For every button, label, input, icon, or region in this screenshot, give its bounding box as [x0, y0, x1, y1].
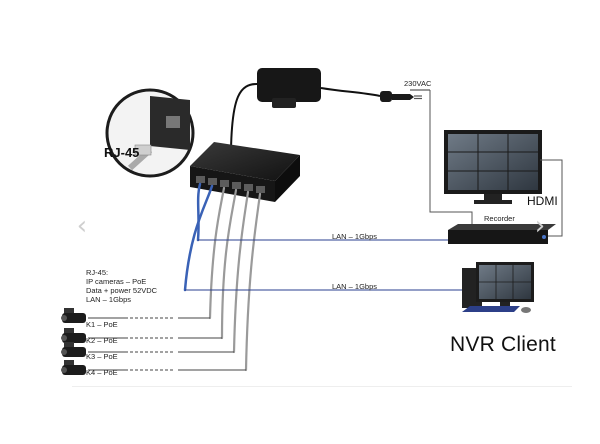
- hdmi-label: HDMI: [527, 194, 558, 208]
- camera-k4-icon: [61, 360, 86, 375]
- divider: [72, 386, 572, 387]
- recorder-device: [448, 224, 556, 244]
- camera-label-k4: K4 – PoE: [86, 368, 118, 377]
- poe-switch: [190, 142, 300, 202]
- chevron-left-icon: ‹: [76, 211, 88, 241]
- camera-k1-icon: [61, 308, 86, 323]
- legend-line-1: RJ-45:: [86, 268, 109, 277]
- recorder-label: Recorder: [484, 214, 515, 223]
- power-label: 230VAC: [404, 79, 432, 88]
- camera-poe-lines: [88, 317, 246, 371]
- chevron-right-icon: ›: [534, 211, 546, 241]
- lan-label-recorder: LAN – 1Gbps: [332, 232, 378, 241]
- camera-label-k2: K2 – PoE: [86, 336, 118, 345]
- rj45-callout-label: RJ-45: [104, 145, 140, 160]
- carousel-prev-button[interactable]: ‹: [72, 212, 92, 240]
- nvr-client-label: NVR Client: [450, 333, 556, 356]
- lan-label-client: LAN – 1Gbps: [332, 282, 378, 291]
- camera-label-k1: K1 – PoE: [86, 320, 118, 329]
- legend-line-3: Data + power 52VDC: [86, 286, 158, 295]
- legend-line-2: IP cameras – PoE: [86, 277, 147, 286]
- camera-label-k3: K3 – PoE: [86, 352, 118, 361]
- carousel-next-button[interactable]: ›: [530, 212, 550, 240]
- power-adapter: [230, 68, 381, 151]
- legend-line-4: LAN – 1Gbps: [86, 295, 132, 304]
- port-cables: [183, 182, 262, 372]
- power-plug-icon: [380, 89, 430, 102]
- camera-k2-icon: [61, 328, 86, 343]
- camera-k3-icon: [61, 342, 86, 357]
- rj45-zoom-callout: [105, 88, 195, 178]
- nvr-client-pc: [462, 262, 534, 313]
- hdmi-monitor: [444, 130, 542, 204]
